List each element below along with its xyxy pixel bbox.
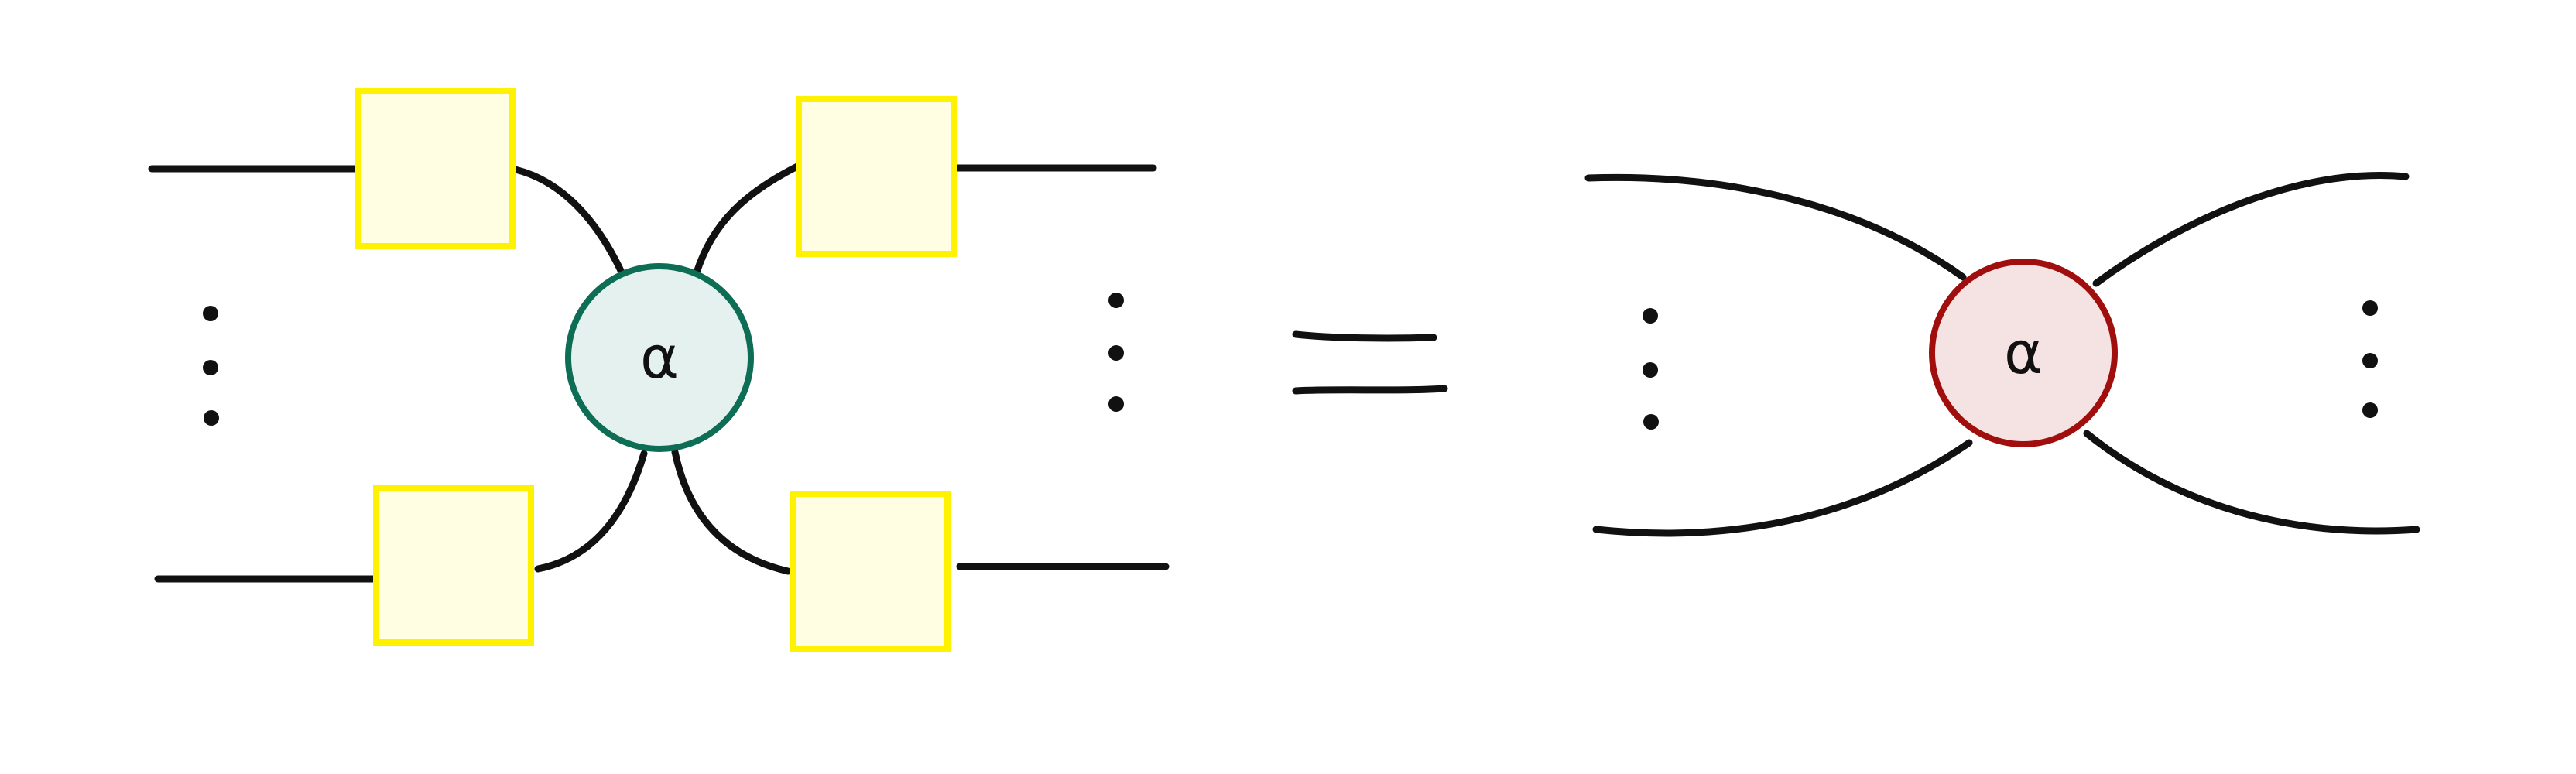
alpha-node-red-border: [1929, 259, 2118, 447]
ellipsis-dot: [1108, 396, 1124, 412]
box-top-right: [799, 99, 954, 254]
ellipsis-dot: [1643, 362, 1658, 378]
equals-bar-bottom: [1292, 385, 1448, 395]
alpha-node-red: [1932, 262, 2115, 444]
box-bottom-left-border: [373, 485, 534, 646]
equals-sign: =: [1292, 330, 1448, 395]
box-top-right-border: [796, 96, 957, 257]
box-bottom-right: [793, 494, 947, 649]
ellipsis-dot: [2362, 300, 2378, 316]
ellipsis-dot: [204, 410, 219, 426]
wire-rhs-bottom-left: [1592, 439, 1973, 537]
equals-bar-top: [1292, 330, 1437, 342]
wire-rhs-top-right: [2092, 171, 2410, 287]
box-top-left-border: [355, 88, 516, 249]
wire-rhs-bottom-right: [2083, 430, 2420, 535]
alpha-node-red-label: α: [2004, 318, 2043, 387]
wire-left-bottom-inner: [534, 450, 648, 573]
wire-right-top-inner: [693, 162, 803, 276]
alpha-node-green-label: α: [640, 323, 679, 392]
ellipsis-dot: [2362, 353, 2378, 368]
ellipsis-dot: [1643, 308, 1658, 324]
box-bottom-left: [376, 488, 531, 642]
ellipsis-dot: [203, 360, 218, 375]
ellipsis-dot: [1108, 293, 1124, 308]
ellipsis-dot: [2362, 402, 2378, 418]
box-bottom-right-border: [790, 491, 951, 652]
box-top-left: [358, 91, 512, 246]
alpha-node-green: [568, 266, 751, 449]
equals-sign-text: =: [1367, 365, 1373, 374]
ellipsis-dot: [203, 306, 218, 321]
ellipsis-dot: [1108, 345, 1124, 361]
alpha-node-green-border: [565, 263, 754, 452]
ellipsis-dot: [1643, 414, 1659, 430]
wire-right-bottom-inner: [671, 448, 792, 575]
wire-left-top-inner: [504, 164, 627, 279]
wire-rhs-top-left: [1584, 173, 1967, 281]
